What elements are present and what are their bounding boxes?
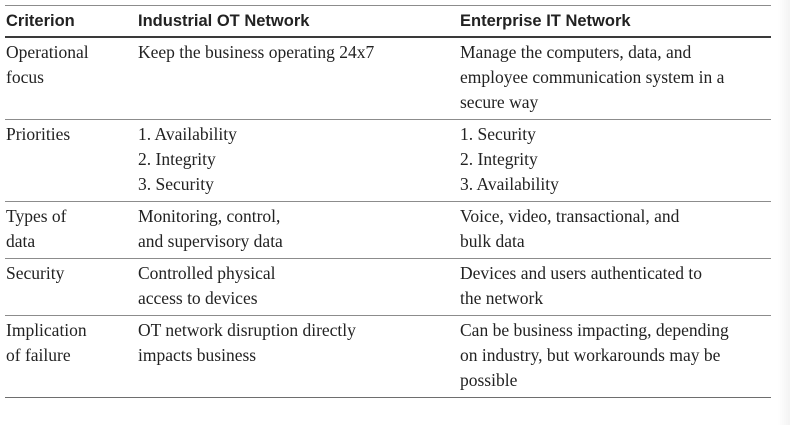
header-industrial-ot-network: Industrial OT Network (137, 6, 459, 38)
cell-line: Controlled physical (138, 263, 276, 283)
cell-line: Devices and users authenticated to (460, 263, 702, 283)
criterion-cell: Operational focus (5, 37, 137, 120)
it-cell: Voice, video, transactional, and bulk da… (459, 201, 771, 259)
ot-cell: 1. Availability 2. Integrity 3. Security (137, 119, 459, 202)
it-cell: Manage the computers, data, and employee… (459, 37, 771, 120)
cell-line: bulk data (460, 231, 525, 251)
ot-cell: Keep the business operating 24x7 (137, 37, 459, 120)
it-cell: 1. Security 2. Integrity 3. Availability (459, 119, 771, 202)
cell-line: 3. Security (138, 174, 214, 194)
table-header: Criterion Industrial OT Network Enterpri… (5, 6, 771, 38)
cell-line: 2. Integrity (138, 149, 216, 169)
cell-line: Implication (6, 320, 87, 340)
cell-line: access to devices (138, 288, 258, 308)
cell-line: the network (460, 288, 544, 308)
cell-line: Operational (6, 42, 89, 62)
cell-line: Can be business impacting, depending (460, 320, 729, 340)
table-row: Security Controlled physical access to d… (5, 258, 771, 316)
criterion-cell: Types of data (5, 201, 137, 259)
table-row: Priorities 1. Availability 2. Integrity … (5, 119, 771, 202)
cell-line: Priorities (6, 124, 71, 144)
cell-line: Voice, video, transactional, and (460, 206, 680, 226)
cell-line: 2. Integrity (460, 149, 538, 169)
table-row: Implication of failure OT network disrup… (5, 315, 771, 398)
header-enterprise-it-network: Enterprise IT Network (459, 6, 771, 38)
criterion-cell: Implication of failure (5, 315, 137, 398)
cell-line: employee communication system in a (460, 67, 725, 87)
cell-line: data (6, 231, 36, 251)
it-cell: Can be business impacting, depending on … (459, 315, 771, 398)
cell-line: Types of (6, 206, 67, 226)
cell-line: Keep the business operating 24x7 (138, 42, 375, 62)
table-top-rule (5, 5, 771, 6)
table-row: Operational focus Keep the business oper… (5, 37, 771, 120)
cell-line: 1. Security (460, 124, 536, 144)
right-edge-shadow (778, 0, 790, 425)
it-cell: Devices and users authenticated to the n… (459, 258, 771, 316)
criterion-cell: Security (5, 258, 137, 316)
ot-cell: OT network disruption directly impacts b… (137, 315, 459, 398)
cell-line: of failure (6, 345, 71, 365)
header-criterion: Criterion (5, 6, 137, 38)
cell-line: focus (6, 67, 44, 87)
cell-line: Security (6, 263, 65, 283)
cell-line: possible (460, 370, 518, 390)
ot-vs-it-comparison-table: Criterion Industrial OT Network Enterpri… (5, 6, 771, 398)
ot-cell: Monitoring, control, and supervisory dat… (137, 201, 459, 259)
cell-line: Manage the computers, data, and (460, 42, 692, 62)
cell-line: 1. Availability (138, 124, 237, 144)
criterion-cell: Priorities (5, 119, 137, 202)
cell-line: secure way (460, 92, 539, 112)
header-row: Criterion Industrial OT Network Enterpri… (5, 6, 771, 38)
table-row: Types of data Monitoring, control, and s… (5, 201, 771, 259)
table-body: Operational focus Keep the business oper… (5, 37, 771, 398)
ot-cell: Controlled physical access to devices (137, 258, 459, 316)
cell-line: and supervisory data (138, 231, 283, 251)
cell-line: impacts business (138, 345, 257, 365)
cell-line: on industry, but workarounds may be (460, 345, 721, 365)
cell-line: 3. Availability (460, 174, 559, 194)
cell-line: OT network disruption directly (138, 320, 356, 340)
cell-line: Monitoring, control, (138, 206, 281, 226)
